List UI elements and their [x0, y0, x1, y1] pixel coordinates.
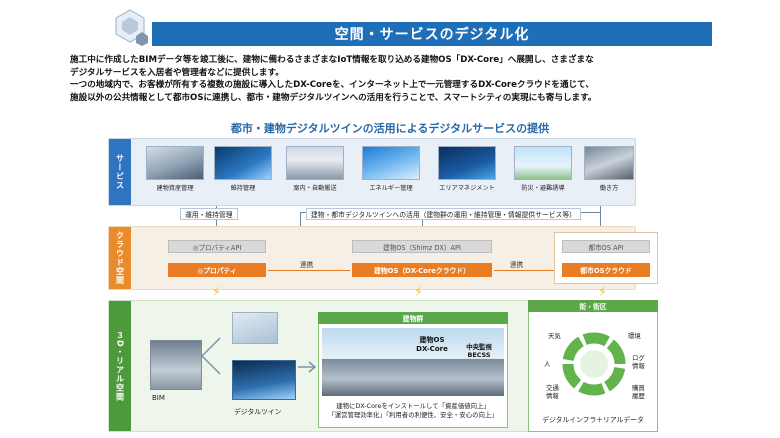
- dx-core-line: 建物OS: [419, 336, 445, 344]
- town-purchase-line: 購買: [632, 384, 645, 392]
- town-traffic-line: 交通: [546, 384, 559, 392]
- town-environment-label: 環境: [628, 332, 641, 340]
- town-traffic-line: 情報: [546, 392, 559, 400]
- building-caption-line: 「運営管理効率化」「利用者の利便性、安全・安心の向上」: [328, 411, 498, 419]
- real-row-tab: ３D・リアル空間: [109, 301, 131, 431]
- service-label: エリアマネジメント: [439, 185, 495, 192]
- ops-maintenance-label: 運用・維持管理: [180, 208, 238, 220]
- town-title: 街・街区: [528, 300, 658, 312]
- service-tile: 働き方: [584, 146, 634, 192]
- town-people-label: 人: [544, 360, 551, 368]
- service-label: エネルギー管理: [369, 185, 413, 192]
- service-photo: [146, 146, 204, 180]
- bim-label: BIM: [152, 394, 165, 402]
- intro-line: 施工中に作成したBIMデータ等を竣工後に、建物に備わるさまざまなIoT情報を取り…: [70, 55, 594, 65]
- bim-model-image: [150, 340, 202, 390]
- digital-twin-label: デジタルツイン: [234, 408, 282, 416]
- service-photo: [286, 146, 344, 180]
- building-group-title: 建物群: [318, 312, 508, 324]
- service-row-label: サービス: [115, 154, 125, 190]
- service-label: 建物資産管理: [156, 185, 194, 192]
- cloud-row-label: クラウド空間: [115, 231, 125, 285]
- service-label: 働き方: [599, 185, 619, 192]
- building-caption: 建物にDX-Coreをインストールして「資産価値向上」 「運営管理効率化」「利用…: [320, 402, 506, 420]
- becss-line: 中央監視: [466, 343, 492, 351]
- town-log-line: ログ: [632, 354, 645, 362]
- lightning-icon: ⚡: [212, 285, 222, 300]
- cloud-row-tab: クラウド空間: [109, 227, 131, 289]
- digital-twin-image: [232, 360, 296, 400]
- service-photo: [362, 146, 420, 180]
- page-title: 空間・サービスのデジタル化: [152, 22, 712, 46]
- building-group-photo: [322, 328, 504, 396]
- data-cycle-icon: [562, 332, 626, 396]
- service-row-tab: サービス: [109, 139, 131, 205]
- becss-label: 中央監視 BECSS: [458, 343, 500, 359]
- service-photo: [514, 146, 572, 180]
- connector-line: [268, 270, 350, 271]
- becss-line: BECSS: [467, 351, 491, 359]
- lightning-icon: ⚡: [598, 285, 608, 300]
- service-photo: [584, 146, 634, 180]
- connector-line: [600, 206, 601, 232]
- diagram-title: 都市・建物デジタルツインの活用によるデジタルサービスの提供: [230, 122, 550, 135]
- town-caption: デジタルインフラ＋リアルデータ: [542, 416, 644, 424]
- twin-model-image: [232, 312, 278, 344]
- town-weather-label: 天気: [548, 332, 561, 340]
- town-log-line: 情報: [632, 362, 645, 370]
- property-box: ◎プロパティ: [168, 263, 266, 277]
- real-row-label: ３D・リアル空間: [115, 330, 125, 402]
- town-log-label: ログ 情報: [632, 354, 645, 370]
- service-tile: 案内・自動搬送: [286, 146, 344, 192]
- intro-line: 一つの地域内で、お客様が所有する複数の施設に導入したDX-Coreを、インターネ…: [70, 80, 594, 91]
- city-twin-label: 建物・都市デジタルツインへの活用（建物群の運用・維持管理・情報提供サービス等）: [306, 208, 581, 220]
- service-tile: 建物資産管理: [146, 146, 204, 192]
- service-tile: 維持管理: [214, 146, 272, 192]
- property-api-box: ◎プロパティAPI: [168, 240, 266, 253]
- connect-label: 連携: [510, 261, 524, 269]
- service-tile: 防災・避難誘導: [514, 146, 572, 192]
- dx-core-line: DX-Core: [416, 345, 448, 353]
- intro-line: デジタルサービスを入居者や管理者などに提供します。: [70, 67, 284, 78]
- arrow-right-icon: [298, 361, 317, 373]
- dx-core-label: 建物OS DX-Core: [412, 336, 452, 354]
- connector-line: [422, 212, 423, 232]
- connect-label: 連携: [300, 261, 314, 269]
- service-label: 防災・避難誘導: [521, 185, 565, 192]
- connector-line: [494, 270, 554, 271]
- hexagon-logo-icon: [115, 9, 148, 46]
- town-purchase-label: 購買 履歴: [632, 384, 645, 400]
- town-purchase-line: 履歴: [632, 392, 645, 400]
- service-label: 案内・自動搬送: [293, 185, 337, 192]
- service-photo: [438, 146, 496, 180]
- town-traffic-label: 交通 情報: [546, 384, 559, 400]
- arrow-icon: [201, 337, 221, 375]
- dxcore-api-box: 建物OS（Shimz DX）API: [352, 240, 492, 253]
- intro-text: 施工中に作成したBIMデータ等を竣工後に、建物に備わるさまざまなIoT情報を取り…: [70, 54, 720, 104]
- city-api-box: 都市OS API: [562, 240, 650, 253]
- building-caption-line: 建物にDX-Coreをインストールして「資産価値向上」: [336, 402, 490, 410]
- service-photo: [214, 146, 272, 180]
- service-tile: エネルギー管理: [362, 146, 420, 192]
- intro-line: 施設以外の公共情報として都市OSに連携し、都市・建物デジタルツインへの活用を行う…: [70, 92, 597, 103]
- cloud-row: クラウド空間: [108, 226, 636, 290]
- city-cloud-box: 都市OSクラウド: [562, 263, 650, 277]
- connector-line: [300, 212, 301, 232]
- lightning-icon: ⚡: [414, 285, 424, 300]
- dxcore-cloud-box: 建物OS（DX-Coreクラウド）: [352, 263, 492, 277]
- service-label: 維持管理: [230, 185, 256, 192]
- service-tile: エリアマネジメント: [438, 146, 496, 192]
